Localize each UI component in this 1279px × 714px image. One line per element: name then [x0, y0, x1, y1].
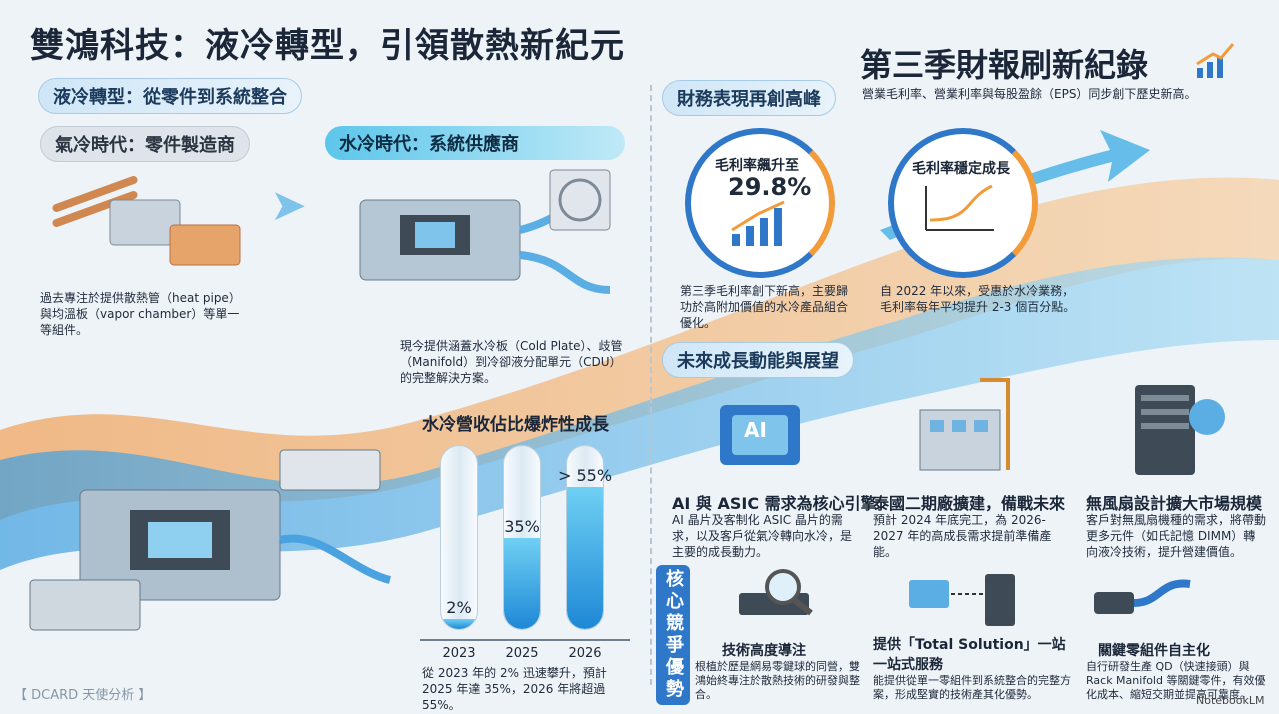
air-cooling-pill: 氣冷時代：零件製造商 — [40, 126, 250, 162]
total-solution-title: 提供「Total Solution」一站一站式服務 — [873, 637, 1066, 673]
thailand-expansion-title: 泰國二期廠擴建，備戰未來 — [873, 494, 1066, 513]
margin-growth-description: 自 2022 年以來，受惠於水冷業務，毛利率每年平均提升 2-3 個百分點。 — [880, 284, 1076, 314]
chart-tick-2023: 2023 — [442, 646, 476, 661]
finance-pill: 財務表現再創高峰 — [662, 80, 836, 116]
chart-tick-2025: 2025 — [505, 646, 539, 661]
liquid-revenue-chart-title: 水冷營收佔比爆炸性成長 — [422, 415, 609, 435]
connector-component-icon — [1094, 579, 1191, 614]
gross-margin-card-title: 毛利率飆升至 — [715, 158, 799, 174]
finance-subheadline: 營業毛利率、營業利率與每股盈餘（EPS）同步創下歷史新高。 — [862, 87, 1197, 101]
dcard-watermark: 【 DCARD 天使分析 】 — [14, 688, 152, 703]
heat-pipe-illustration — [52, 175, 241, 266]
chart-tube-2023 — [440, 445, 478, 630]
rising-bars-icon — [1196, 43, 1235, 78]
ai-chip-icon — [720, 405, 800, 465]
chart-tube-2025 — [503, 445, 541, 630]
water-cooling-pill: 水冷時代：系統供應商 — [325, 126, 625, 160]
growth-description: 從 2023 年的 2% 迅速攀升，預計 2025 年達 35%，2026 年將… — [422, 666, 607, 712]
total-solution-description: 能提供從單一零組件到系統整合的完整方案，形成堅實的技術產其化優勢。 — [873, 674, 1071, 701]
core-advantage-label: 核心競爭優勢 — [663, 569, 684, 701]
page-title: 雙鴻科技：液冷轉型，引領散熱新紀元 — [30, 26, 625, 66]
fanless-description: 客戶對無風扇機種的需求，將帶動更多元件（如氏記憶 DIMM）轉向液冷技術，提升營… — [1086, 513, 1267, 559]
ai-chip-label: AI — [744, 418, 767, 442]
notebooklm-watermark: NotebookLM — [1196, 694, 1265, 707]
future-pill: 未來成長動能與展望 — [662, 342, 854, 378]
thailand-expansion-description: 預計 2024 年底完工，為 2026-2027 年的高成長需求提前準備產能。 — [873, 513, 1052, 559]
chart-data-label-2025: 35% — [504, 517, 540, 536]
gross-margin-value: 29.8% — [728, 173, 812, 201]
liquid-revenue-chart-axis — [420, 639, 630, 641]
key-component-description: 自行研發生產 QD（快速接頭）與 Rack Manifold 等關鍵零件，有效優… — [1086, 660, 1266, 701]
magnifier-chip-icon — [739, 569, 813, 616]
shift-arrow-icon: ➤ — [270, 180, 307, 231]
water-era-description: 現今提供涵蓋水冷板（Cold Plate）、歧管（Manifold）到冷卻液分配… — [400, 339, 623, 385]
server-board-illustration — [29, 449, 392, 631]
cold-plate-system-illustration — [359, 169, 611, 294]
gross-margin-description: 第三季毛利率創下新高，主要歸功於高附加價值的水冷產品組合優化。 — [680, 284, 849, 330]
margin-growth-circle — [888, 128, 1038, 278]
margin-growth-card-title: 毛利率穩定成長 — [912, 161, 1010, 177]
chart-bar-2026 — [567, 487, 603, 629]
fanless-title: 無風扇設計擴大市場規模 — [1086, 494, 1263, 513]
chart-bar-2023 — [441, 619, 477, 629]
total-solution-icon — [909, 574, 1015, 626]
chart-tube-2026 — [566, 445, 604, 630]
chart-data-label-2023: 2% — [446, 598, 472, 617]
chart-tick-2026: 2026 — [568, 646, 602, 661]
ai-asic-description: AI 晶片及客制化 ASIC 晶片的需求，以及客戶從氣冷轉向水冷，是主要的成長動… — [672, 513, 853, 559]
core-advantage-label-box: 核心競爭優勢 — [656, 565, 690, 705]
key-component-title: 關鍵零組件自主化 — [1098, 643, 1210, 659]
air-era-description: 過去專注於提供散熱管（heat pipe）與均溫板（vapor chamber）… — [40, 291, 241, 337]
fanless-server-icon — [1135, 385, 1225, 475]
chart-bar-2025 — [504, 538, 540, 629]
margin-line-icon — [925, 184, 994, 231]
factory-expansion-icon — [919, 378, 1010, 471]
tech-focus-title: 技術高度導注 — [722, 643, 806, 659]
liquid-transition-pill: 液冷轉型：從零件到系統整合 — [38, 78, 302, 114]
ai-asic-title: AI 與 ASIC 需求為核心引擎 — [672, 494, 877, 513]
section-divider — [650, 85, 652, 685]
finance-headline: 第三季財報刷新紀錄 — [860, 46, 1149, 84]
margin-bars-icon — [731, 200, 785, 246]
blue-wave — [0, 257, 1279, 570]
gross-margin-circle — [685, 128, 835, 278]
tech-focus-description: 根植於歷是網易零鍵球的同營，雙鴻始終專注於散熱技術的研發與整合。 — [695, 660, 860, 701]
chart-data-label-2026: > 55% — [557, 466, 613, 485]
